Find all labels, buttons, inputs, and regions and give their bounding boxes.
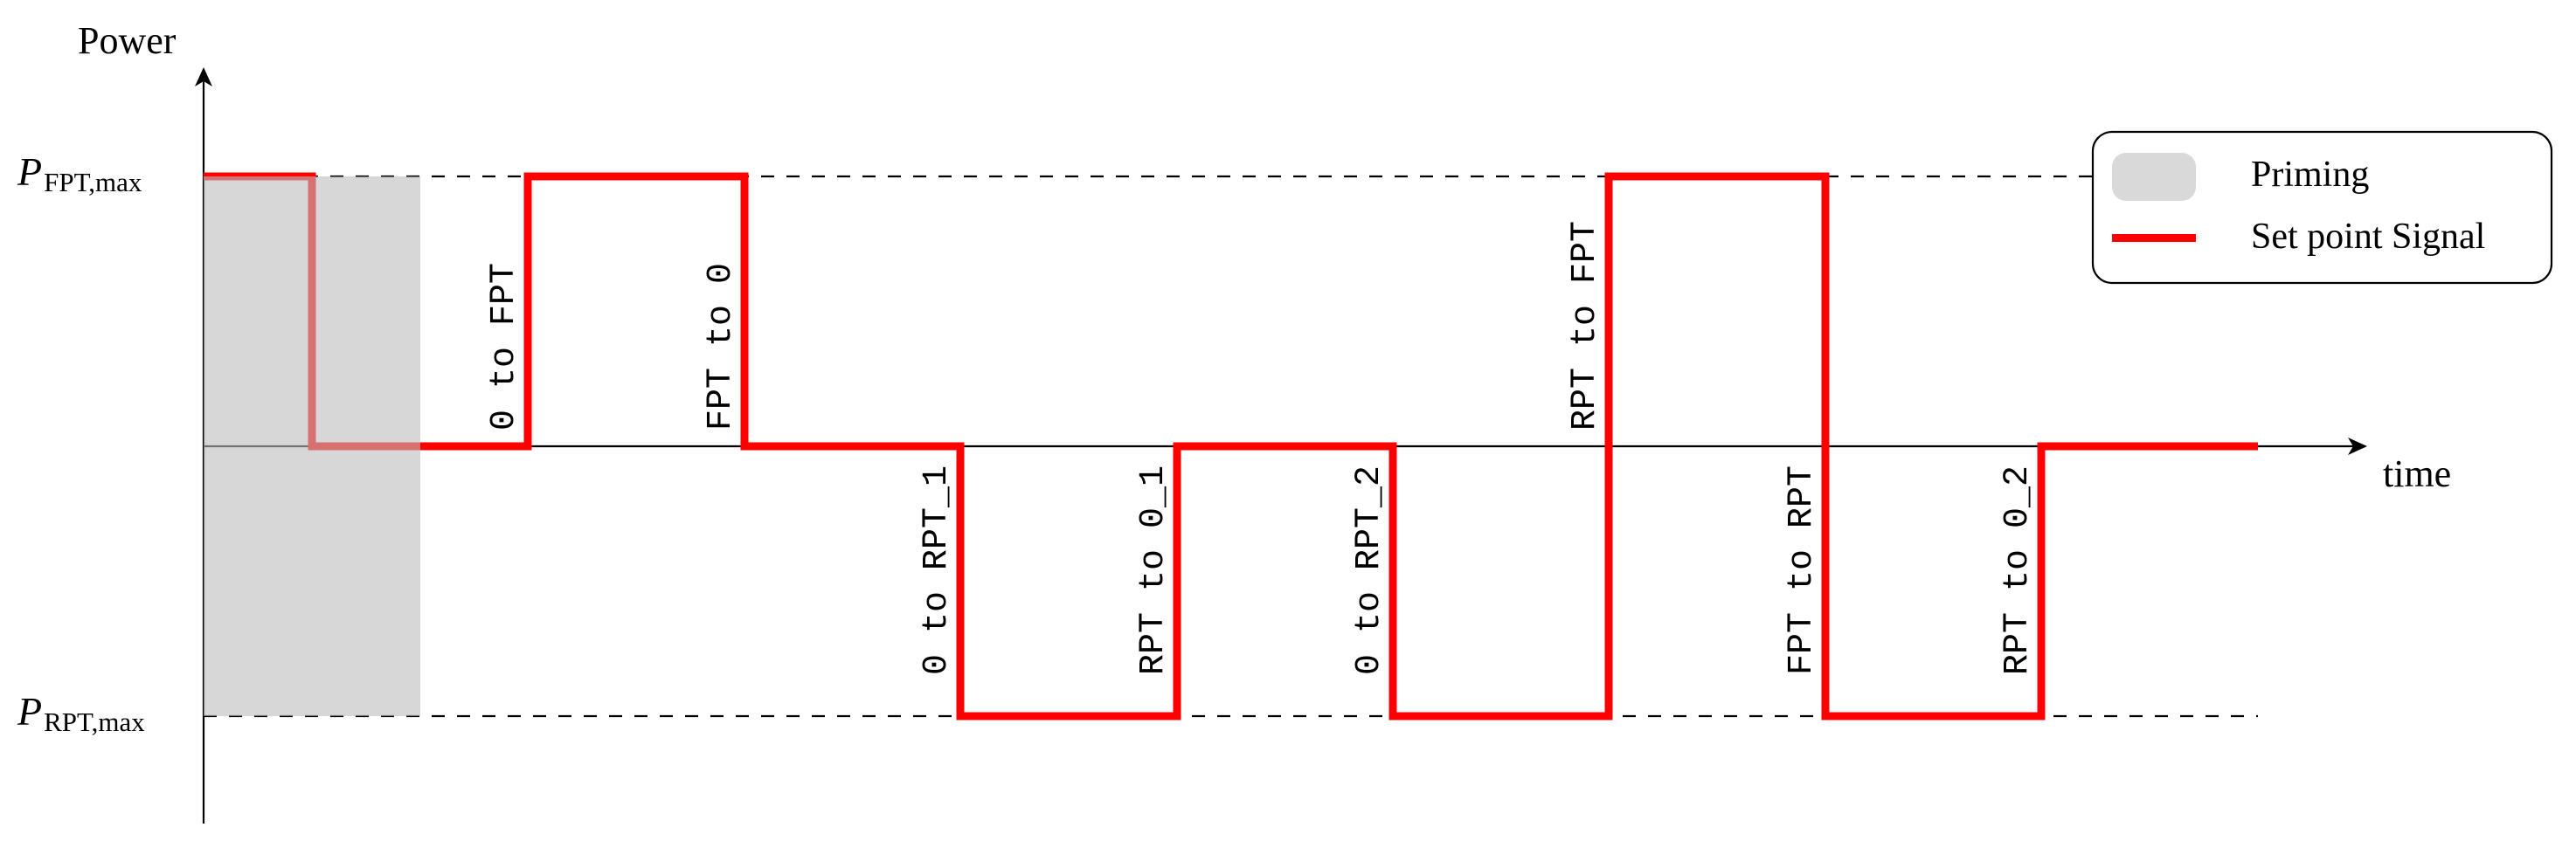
- legend-signal-swatch: [2112, 234, 2196, 242]
- y-tick-rpt-max: PRPT,max: [17, 689, 145, 737]
- y-tick-rpt-subscript: RPT,max: [44, 707, 145, 737]
- transition-label-rpt-to-fpt: RPT to FPT: [1566, 221, 1605, 431]
- x-axis-label: time: [2383, 452, 2451, 495]
- legend-box: [2091, 130, 2553, 285]
- transition-label-fpt-to-0: FPT to 0: [702, 263, 741, 431]
- y-tick-rpt-symbol: P: [17, 689, 42, 734]
- transition-label-rpt-to-0-2: RPT to 0_2: [1998, 465, 2038, 675]
- priming-region: [204, 176, 420, 716]
- legend-priming-label: Priming: [2251, 155, 2369, 195]
- legend: Priming Set point Signal: [2091, 130, 2553, 285]
- y-axis-label: Power: [78, 19, 177, 62]
- y-tick-fpt-subscript: FPT,max: [44, 167, 142, 197]
- y-tick-fpt-max: PFPT,max: [17, 149, 142, 197]
- transition-label-0-to-fpt: 0 to FPT: [485, 263, 524, 431]
- set-point-signal-line: [204, 172, 2258, 720]
- transition-label-0-to-rpt-1: 0 to RPT_1: [918, 465, 957, 675]
- transition-label-fpt-to-rpt: FPT to RPT: [1783, 465, 1822, 675]
- y-tick-fpt-symbol: P: [17, 149, 42, 194]
- legend-priming-swatch: [2112, 153, 2196, 201]
- transition-label-0-to-rpt-2: 0 to RPT_2: [1350, 465, 1389, 675]
- transition-label-rpt-to-0-1: RPT to 0_1: [1134, 465, 1174, 675]
- legend-signal-label: Set point Signal: [2251, 217, 2485, 257]
